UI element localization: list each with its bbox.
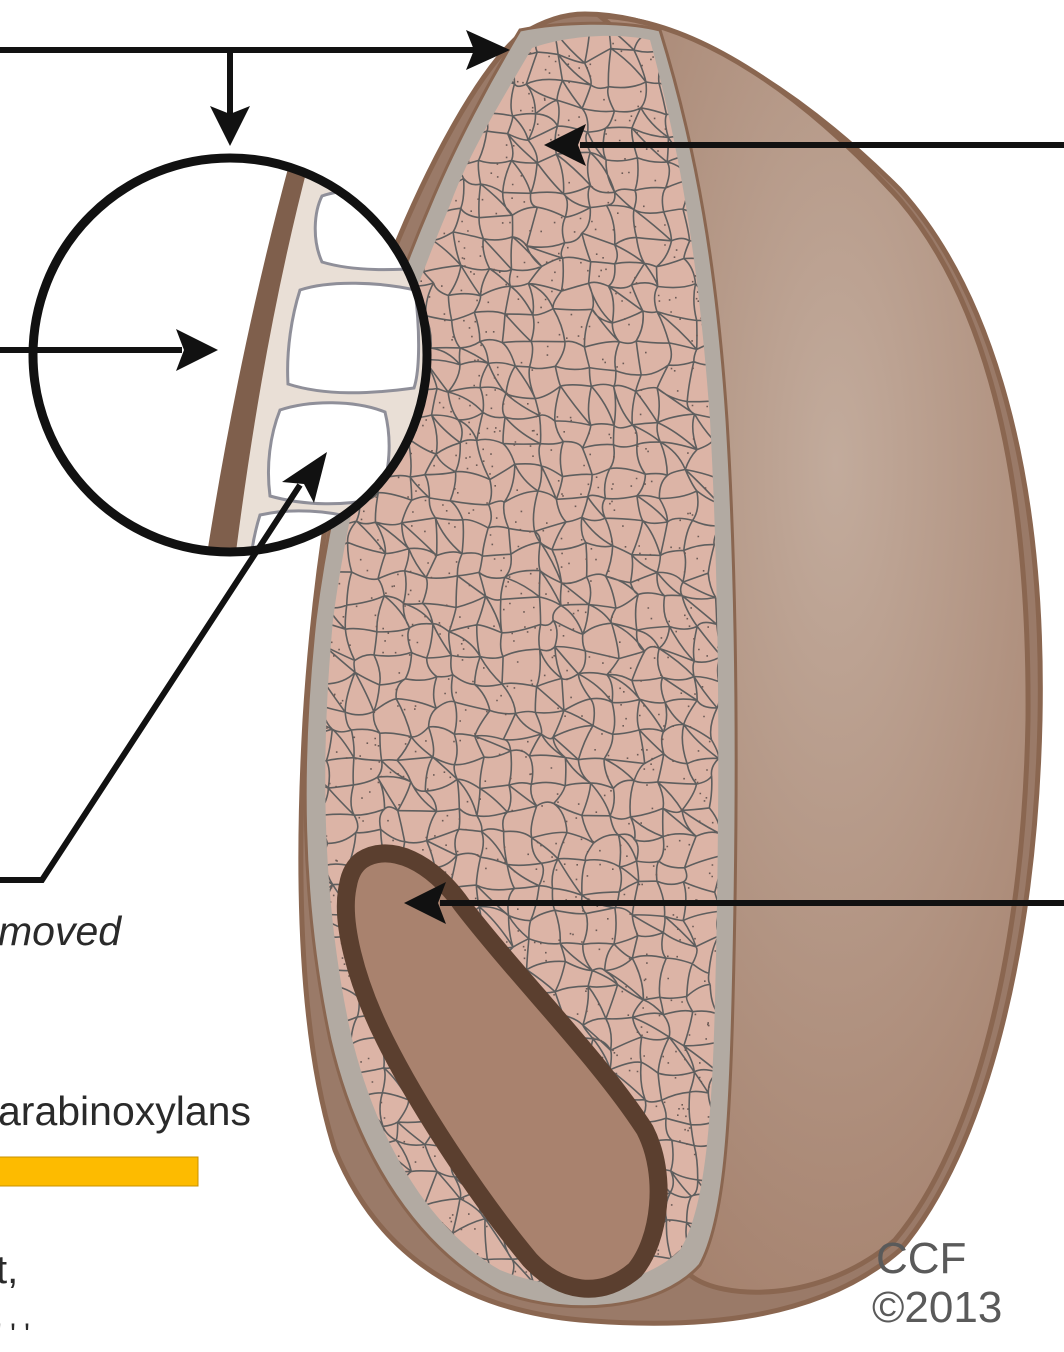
label-removed-fragment: moved [0,908,121,955]
arabinoxylans-highlight-bar [0,1157,198,1186]
credit-line-1: CCF [876,1234,966,1284]
label-fragment-2: ' ' ' [0,1318,30,1352]
label-arabinoxylans: arabinoxylans [0,1088,251,1135]
credit-line-2: ©2013 [872,1283,1002,1333]
label-fragment-1: t, [0,1248,18,1293]
inset-aleurone-cell-2 [288,283,419,393]
